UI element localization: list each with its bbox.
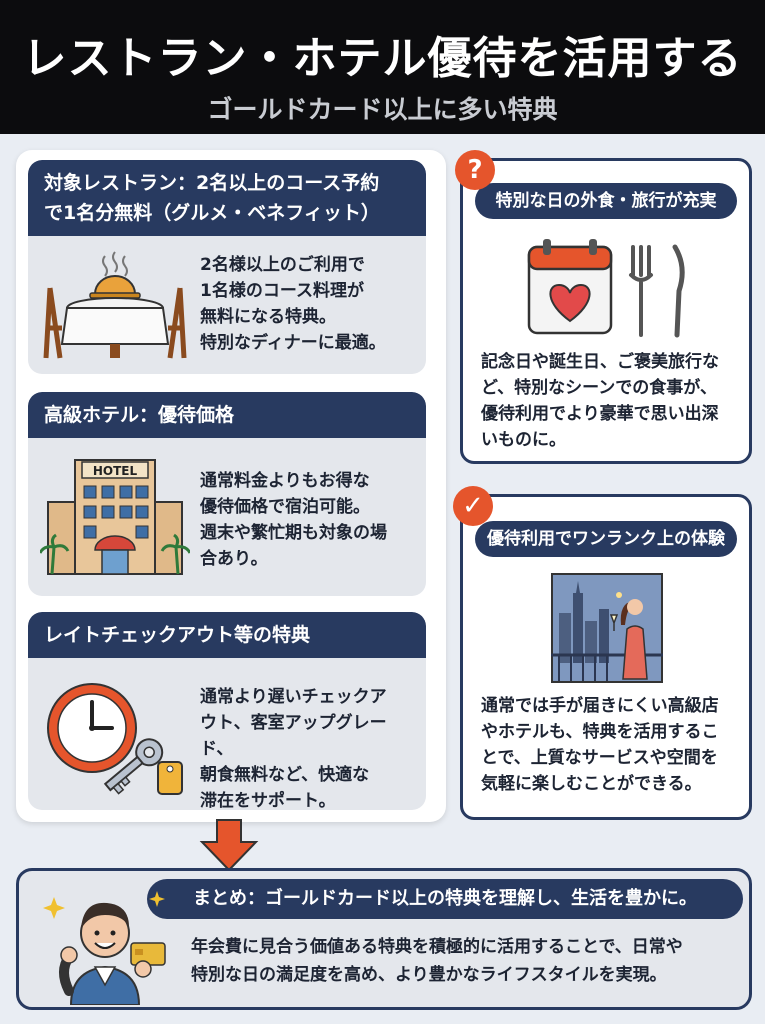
upgrade-experience-card-body: 通常では手が届きにくい高級店 やホテルも、特典を活用するこ とで、上質なサービス… bbox=[481, 696, 719, 794]
summary-body: 年会費に見合う価値ある特典を積極的に活用することで、日常や 特別な日の満足度を高… bbox=[191, 937, 683, 985]
checkmark-icon: ✓ bbox=[453, 486, 493, 526]
hotel-benefit-card: 高級ホテル：優待価格 HOTEL 通常料金よりもお得な 優待価格で宿泊可能。 週… bbox=[28, 392, 426, 596]
summary-title: まとめ：ゴールドカード以上の特典を理解し、生活を豊かに。 bbox=[147, 879, 743, 919]
smiling-man-holding-card-icon bbox=[43, 891, 166, 1005]
page-subtitle: ゴールドカード以上に多い特典 bbox=[207, 95, 558, 124]
calendar-heart-and-cutlery-icon bbox=[527, 239, 685, 338]
hotel-sign-text: HOTEL bbox=[93, 464, 138, 478]
page-title: レストラン・ホテル優待を活用する bbox=[22, 33, 743, 84]
hotel-card-title: 高級ホテル：優待価格 bbox=[28, 392, 426, 438]
summary-panel: まとめ：ゴールドカード以上の特典を理解し、生活を豊かに。 年会費に見合う価値ある… bbox=[16, 868, 752, 1010]
upgrade-experience-card-title: 優待利用でワンランク上の体験 bbox=[475, 521, 737, 557]
clock-and-key-icon bbox=[47, 683, 183, 795]
late-checkout-card-body: 通常より遅いチェックア ウト、客室アップグレード、 朝食無料など、快適な 滞在を… bbox=[200, 687, 387, 810]
restaurant-card-body: 2名様以上のご利用で 1名様のコース料理が 無料になる特典。 特別なディナーに最… bbox=[200, 255, 386, 353]
restaurant-card-title: 対象レストラン：2名以上のコース予約 で1名分無料（グルメ・ベネフィット） bbox=[28, 160, 426, 236]
woman-with-wine-city-view-icon bbox=[551, 573, 663, 683]
upgrade-experience-card: 優待利用でワンランク上の体験 通常では手が届きにくい高級店 やホテルも、特典を活… bbox=[460, 494, 752, 820]
restaurant-table-icon bbox=[43, 251, 187, 359]
late-checkout-card-title: レイトチェックアウト等の特典 bbox=[28, 612, 426, 658]
restaurant-benefit-card: 対象レストラン：2名以上のコース予約 で1名分無料（グルメ・ベネフィット） 2名… bbox=[28, 160, 426, 374]
special-occasion-card-title: 特別な日の外食・旅行が充実 bbox=[475, 183, 737, 219]
special-occasion-card-body: 記念日や誕生日、ご褒美旅行な ど、特別なシーンでの食事が、 優待利用でより豪華で… bbox=[481, 352, 719, 450]
late-checkout-card: レイトチェックアウト等の特典 通常より遅いチェックア ウト、客室アップグレード、… bbox=[28, 612, 426, 810]
question-mark-icon: ? bbox=[455, 150, 495, 190]
hotel-card-body: 通常料金よりもお得な 優待価格で宿泊可能。 週末や繁忙期も対象の場 合あり。 bbox=[200, 471, 387, 569]
arrow-down-icon bbox=[199, 819, 259, 872]
hotel-building-icon: HOTEL bbox=[40, 459, 190, 575]
special-occasion-card: 特別な日の外食・旅行が充実 記念日や誕生日、ご褒美旅行な ど、特別なシーンでの食… bbox=[460, 158, 752, 464]
title-banner: レストラン・ホテル優待を活用する ゴールドカード以上に多い特典 bbox=[0, 0, 765, 134]
